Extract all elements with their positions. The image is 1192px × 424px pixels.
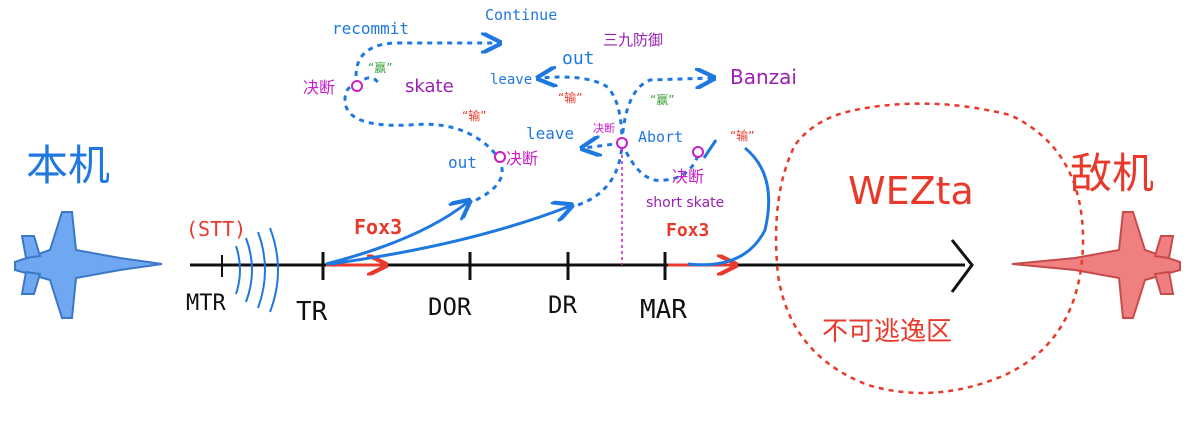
continue-label: Continue bbox=[485, 6, 557, 24]
short-skate-label: short skate bbox=[646, 195, 724, 211]
decision-point-skate bbox=[351, 80, 363, 92]
path-short-skate bbox=[620, 142, 700, 183]
axis-label-dr: DR bbox=[548, 291, 577, 319]
wez-no-escape-zone bbox=[774, 102, 1085, 395]
abort-label: Abort bbox=[638, 128, 683, 146]
recommit-label: recommit bbox=[332, 19, 409, 38]
fox3-label-1: Fox3 bbox=[354, 215, 402, 239]
sanjiu-label: 三九防御 bbox=[603, 31, 663, 49]
path-leave-lower bbox=[584, 143, 623, 148]
decision-label-3: 决断 bbox=[593, 121, 615, 135]
decision-label-2: 决断 bbox=[506, 149, 538, 168]
wez-label: WEZta bbox=[848, 169, 974, 213]
axis-label-tr: TR bbox=[296, 297, 328, 327]
skate-label: skate bbox=[405, 76, 454, 97]
enemy-jet-icon bbox=[1011, 211, 1181, 319]
leave-lower-label: leave bbox=[526, 124, 574, 143]
path-out-upper bbox=[540, 77, 624, 207]
stt-label: (STT) bbox=[186, 217, 246, 241]
fox3-label-2: Fox3 bbox=[666, 220, 709, 241]
lose-label-2: “输” bbox=[558, 90, 582, 105]
decision-label-1: 决断 bbox=[303, 78, 335, 97]
out-lower-label: out bbox=[448, 153, 477, 172]
flight-path-tr-climb bbox=[325, 202, 468, 266]
enemy-aircraft-title: 敌机 bbox=[1070, 149, 1154, 198]
range-axis-arrowhead bbox=[950, 239, 974, 293]
flight-path-mar-loop bbox=[687, 146, 771, 267]
out-upper-label: out bbox=[562, 48, 595, 69]
no-escape-zone-label: 不可逃逸区 bbox=[822, 317, 952, 347]
path-out-lower bbox=[343, 84, 504, 202]
banzai-label: Banzai bbox=[730, 65, 797, 89]
flight-path-tr-long bbox=[329, 206, 570, 266]
decision-point-abort bbox=[616, 137, 628, 149]
own-aircraft-title: 本机 bbox=[26, 141, 110, 190]
short-skate-slash bbox=[702, 139, 718, 159]
leave-upper-label: leave bbox=[490, 72, 532, 88]
lose-label-1: “输” bbox=[462, 108, 486, 123]
radar-wave-icon bbox=[235, 227, 279, 313]
axis-label-dor: DOR bbox=[428, 293, 472, 321]
path-banzai bbox=[620, 78, 712, 144]
own-jet-icon bbox=[14, 211, 163, 319]
decision-point-short-skate bbox=[692, 146, 704, 158]
win-label-2: “赢” bbox=[650, 92, 674, 107]
lose-label-3: “输” bbox=[730, 128, 754, 143]
win-label-1: “赢” bbox=[368, 60, 392, 75]
decision-label-4: 决断 bbox=[672, 167, 704, 186]
axis-label-mtr: MTR bbox=[186, 291, 226, 316]
decision-point-out bbox=[494, 151, 506, 163]
axis-label-mar: MAR bbox=[640, 295, 687, 325]
